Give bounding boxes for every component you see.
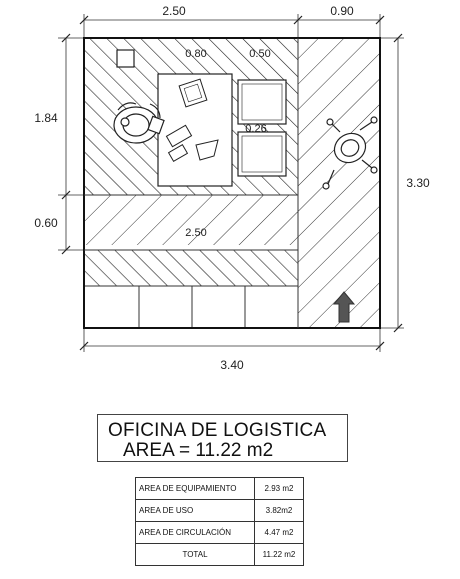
dim-cabinet-depth: 0.26 <box>245 123 266 135</box>
dim-desk-width: 0.80 <box>185 48 206 60</box>
storage-cells <box>83 285 299 329</box>
table-row: AREA DE EQUIPAMIENTO 2.93 m2 <box>135 477 304 500</box>
dim-left-lower: 0.60 <box>34 216 58 230</box>
use-area-lower <box>84 250 298 286</box>
area-value: 2.93 m2 <box>254 477 304 500</box>
room-area: AREA = 11.22 m2 <box>123 440 274 461</box>
dim-right-total: 3.30 <box>406 176 430 190</box>
title-box: OFICINA DE LOGISTICA AREA = 11.22 m2 <box>97 414 348 462</box>
desk-items <box>165 78 219 163</box>
office-chair-icon <box>322 116 378 190</box>
circulation-corridor <box>84 195 298 245</box>
table-row-total: TOTAL 11.22 m2 <box>135 543 304 566</box>
dimension-ticks <box>61 15 403 351</box>
area-value: 11.22 m2 <box>254 543 304 566</box>
filing-cabinet-icon <box>237 79 287 177</box>
area-label: AREA DE USO <box>135 499 255 522</box>
room-outline <box>83 37 381 329</box>
circulation-zone-right <box>298 38 380 328</box>
table-row: AREA DE USO 3.82m2 <box>135 499 304 522</box>
dim-left-upper: 1.84 <box>34 111 58 125</box>
floor-plan: 2.50 0.90 1.84 0.60 3.30 3.40 0.80 0.50 … <box>34 4 430 372</box>
dim-corridor-width: 2.50 <box>185 227 206 239</box>
area-label: AREA DE EQUIPAMIENTO <box>135 477 255 500</box>
entrance-arrow-icon <box>332 291 356 323</box>
area-table: AREA DE EQUIPAMIENTO 2.93 m2 AREA DE USO… <box>135 477 304 566</box>
dim-cabinet-width: 0.50 <box>249 48 270 60</box>
area-label: TOTAL <box>135 543 255 566</box>
wall-box <box>116 49 135 68</box>
area-value: 3.82m2 <box>254 499 304 522</box>
table-row: AREA DE CIRCULACIÓN 4.47 m2 <box>135 521 304 544</box>
area-value: 4.47 m2 <box>254 521 304 544</box>
dim-top-right: 0.90 <box>330 4 354 18</box>
desk-chair-icon <box>113 102 165 144</box>
dim-bottom-total: 3.40 <box>220 358 244 372</box>
dim-top-left: 2.50 <box>162 4 186 18</box>
area-label: AREA DE CIRCULACIÓN <box>135 521 255 544</box>
room-title: OFICINA DE LOGISTICA <box>108 420 327 441</box>
